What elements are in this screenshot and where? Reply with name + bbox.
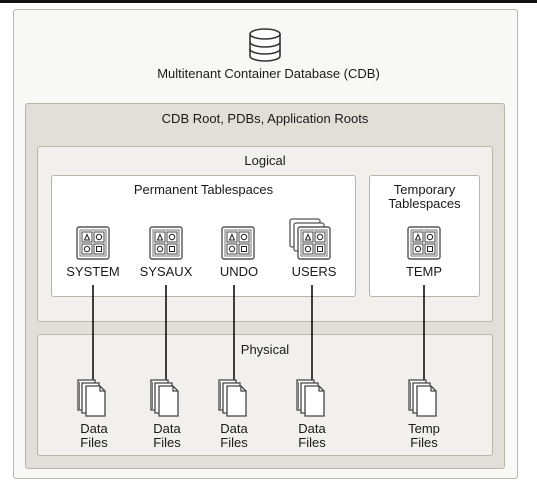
data-files-label-users-line1: Data: [298, 421, 326, 436]
data-files-label-users-line2: Files: [298, 435, 326, 450]
cdb-title: Multitenant Container Database (CDB): [157, 66, 380, 81]
cdb-root-title: CDB Root, PDBs, Application Roots: [161, 111, 369, 126]
tablespace-icon-system: [76, 226, 110, 260]
data-files-label-system-line1: Data: [80, 421, 108, 436]
physical-title: Physical: [240, 342, 290, 357]
data-files-icon-users: [296, 379, 325, 417]
data-files-label-undo-line1: Data: [220, 421, 248, 436]
tablespace-label-undo: UNDO: [219, 264, 259, 279]
temporary-tablespaces-title-line1: Temporary: [393, 182, 456, 197]
data-files-label-system-line2: Files: [80, 435, 108, 450]
tablespace-icon-temp: [407, 226, 441, 260]
data-files-label-sysaux-line1: Data: [153, 421, 181, 436]
tablespace-label-users: USERS: [291, 264, 337, 279]
tablespace-icon-users: [297, 226, 331, 260]
temporary-tablespaces-title-line2: Tablespaces: [388, 196, 461, 211]
tablespace-label-system: SYSTEM: [66, 264, 120, 279]
tablespace-icon-sysaux: [149, 226, 183, 260]
data-files-label-undo-line2: Files: [220, 435, 248, 450]
data-files-icon-system: [77, 379, 106, 417]
logical-title: Logical: [244, 153, 286, 168]
temp-files-icon: [408, 379, 437, 417]
tablespace-icon-undo: [221, 226, 255, 260]
top-border-line: [0, 0, 537, 3]
permanent-tablespaces-title: Permanent Tablespaces: [133, 182, 274, 197]
tablespace-label-sysaux: SYSAUX: [139, 264, 193, 279]
temp-files-label-line1: Temp: [408, 421, 440, 436]
data-files-icon-undo: [218, 379, 247, 417]
connector-lines: [92, 285, 425, 382]
database-icon: [249, 28, 281, 62]
data-files-label-sysaux-line2: Files: [153, 435, 181, 450]
temp-files-label-line2: Files: [410, 435, 438, 450]
data-files-icon-sysaux: [150, 379, 179, 417]
tablespace-label-temp: TEMP: [405, 264, 443, 279]
